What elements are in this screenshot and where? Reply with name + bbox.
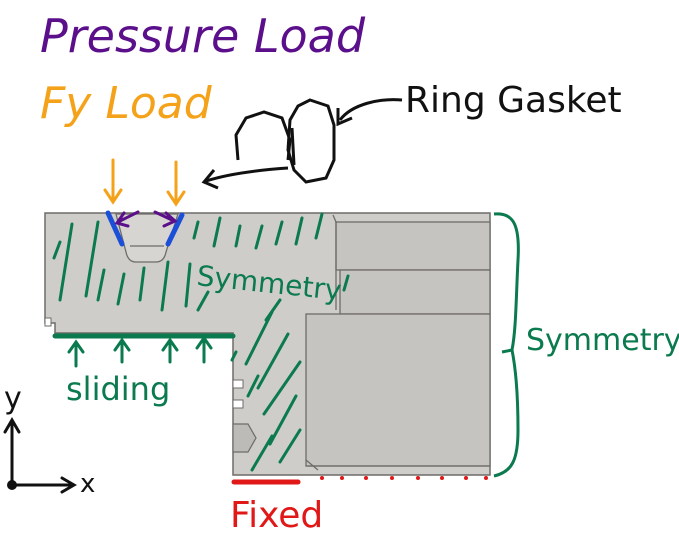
- pressure-arrow-right: [153, 210, 178, 228]
- stem-notch-lower: [232, 399, 244, 409]
- x-axis-label: x: [80, 469, 95, 499]
- sliding-support-arrows: [67, 335, 213, 368]
- fy-load-arrows: [103, 158, 186, 207]
- fy-arrow-right: [166, 160, 186, 207]
- ring-gasket-leader-arrowhead: [336, 108, 353, 127]
- symmetry-brace: [493, 212, 520, 478]
- upper-bore-step: [335, 221, 491, 271]
- coordinate-axes: [3, 417, 77, 494]
- symmetry-brace-tip: [501, 348, 513, 354]
- ring-gasket-sketch-front: [286, 98, 336, 184]
- pressure-load-label: Pressure Load: [40, 9, 366, 63]
- y-axis-label: y: [4, 381, 22, 416]
- pressure-arrow-left: [114, 210, 140, 228]
- fy-load-label: Fy Load: [40, 78, 213, 129]
- ring-gasket-leader-line: [338, 98, 403, 121]
- stem-hole: [232, 423, 257, 453]
- gasket-contact-right: [165, 212, 185, 247]
- fy-arrow-left: [103, 158, 123, 205]
- gasket-to-groove-arrow: [205, 166, 289, 183]
- stem-notch-upper: [232, 379, 244, 389]
- gasket-to-groove-arrowhead: [201, 169, 219, 190]
- bore-details: [305, 214, 491, 471]
- ring-gasket-sketch-back: [234, 110, 292, 161]
- bore-bottom-chamfer: [305, 459, 319, 471]
- ring-gasket-sketch-tick: [290, 127, 296, 166]
- symmetry-hatching: [52, 212, 350, 472]
- gasket-contact-left: [105, 210, 125, 247]
- fixed-boundary-dots: [320, 476, 488, 480]
- middle-bore-step: [339, 269, 491, 315]
- part-notches: [44, 317, 244, 409]
- axis-origin: [7, 480, 17, 490]
- pressure-load-arrows: [114, 210, 178, 228]
- x-axis-arrowhead: [60, 476, 77, 494]
- left-notch: [44, 317, 52, 327]
- y-axis-arrowhead: [3, 417, 21, 434]
- lower-bore: [305, 313, 491, 467]
- sliding-label: sliding: [66, 370, 170, 408]
- symmetry-right-label: Symmetry: [526, 323, 679, 358]
- ring-gasket-label: Ring Gasket: [405, 80, 622, 121]
- step-line-left: [332, 214, 337, 223]
- fixed-label: Fixed: [230, 495, 323, 534]
